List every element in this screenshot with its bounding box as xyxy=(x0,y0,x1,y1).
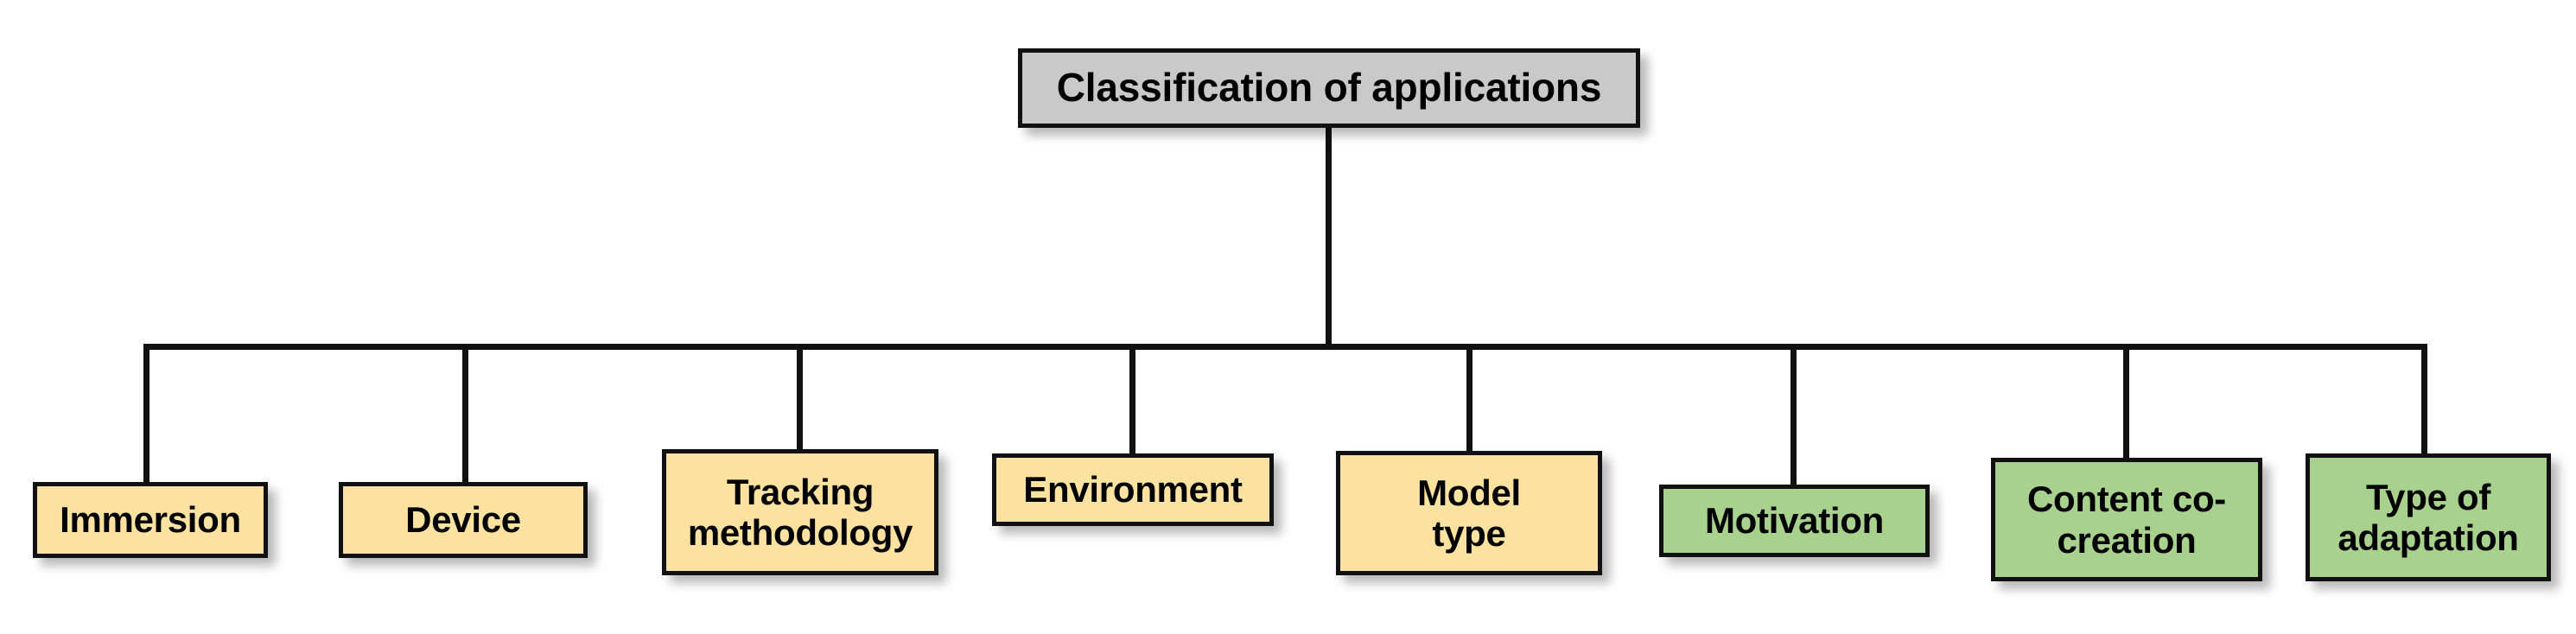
node-environment[interactable]: Environment xyxy=(992,453,1274,526)
connector-drop-motivation xyxy=(1790,344,1797,486)
node-environment-label: Environment xyxy=(1023,469,1243,510)
node-motivation[interactable]: Motivation xyxy=(1659,485,1930,557)
node-tracking-methodology[interactable]: Tracking methodology xyxy=(662,449,938,575)
connector-drop-model-type xyxy=(1466,344,1472,453)
connector-drop-device xyxy=(462,344,468,484)
node-tracking-methodology-label: Tracking methodology xyxy=(687,471,913,553)
node-motivation-label: Motivation xyxy=(1705,500,1884,542)
node-root-classification-of-applications[interactable]: Classification of applications xyxy=(1018,48,1640,128)
node-model-type-label: Model type xyxy=(1417,472,1521,554)
node-content-co-creation-label: Content co- creation xyxy=(2027,479,2226,561)
connector-horizontal-bus xyxy=(143,344,2427,350)
node-root-label: Classification of applications xyxy=(1056,65,1602,111)
connector-drop-immersion xyxy=(143,344,149,484)
node-type-of-adaptation[interactable]: Type of adaptation xyxy=(2306,453,2551,581)
node-type-of-adaptation-label: Type of adaptation xyxy=(2337,476,2519,558)
node-immersion[interactable]: Immersion xyxy=(33,482,268,558)
node-immersion-label: Immersion xyxy=(60,499,241,541)
connector-drop-tracking-methodology xyxy=(797,344,803,451)
connector-drop-content-co-creation xyxy=(2123,344,2129,460)
connector-root-stem xyxy=(1326,126,1332,349)
node-content-co-creation[interactable]: Content co- creation xyxy=(1991,458,2262,581)
node-device[interactable]: Device xyxy=(339,482,588,558)
connector-drop-environment xyxy=(1129,344,1135,455)
node-model-type[interactable]: Model type xyxy=(1336,451,1602,575)
node-device-label: Device xyxy=(405,499,521,541)
connector-drop-type-of-adaptation xyxy=(2421,344,2427,455)
